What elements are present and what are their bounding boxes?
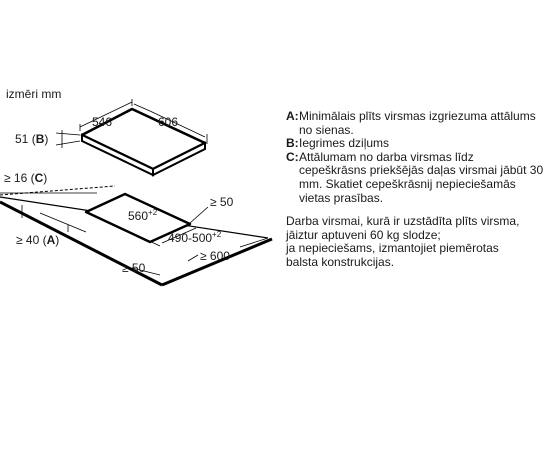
installation-diagram: izmēri mm 546 606 51 (B) ≥ 16 (C) ≥ 40 (… bbox=[0, 87, 273, 287]
cutout-depth-value: 490-500 bbox=[168, 231, 212, 245]
hob-height-key: B bbox=[36, 132, 45, 146]
cutout-depth-dimension bbox=[161, 227, 197, 244]
legend-text: Minimālais plīts virsmas izgriezuma attā… bbox=[299, 109, 536, 137]
units-label: izmēri mm bbox=[6, 87, 61, 101]
worktop bbox=[0, 185, 273, 287]
legend-text: Attālumam no darba virsmas līdz cepeškrā… bbox=[299, 149, 544, 205]
wall-gap-label: ≥ 16 (C) bbox=[4, 171, 47, 185]
support-note-line: ja nepieciešams, izmantojiet piemērotas bbox=[286, 241, 499, 256]
cutout-width-label: 560+2 bbox=[128, 208, 158, 223]
hob-height-dimension bbox=[55, 130, 81, 148]
front-gap-dimension bbox=[39, 212, 87, 233]
legend-item-b: B: Iegrimes dziļums bbox=[286, 137, 544, 151]
worktop-depth-label: ≥ 600 bbox=[200, 249, 230, 263]
bottom-margin-label: ≥ 50 bbox=[122, 261, 146, 275]
hob-depth-dimension bbox=[133, 103, 208, 144]
cutout-depth-label: 490-500+2 bbox=[168, 230, 222, 245]
cutout-width-tolerance: +2 bbox=[148, 208, 158, 217]
hob-right-edge bbox=[152, 141, 206, 177]
legend-key: B: bbox=[286, 136, 299, 151]
legend-key: C: bbox=[286, 149, 299, 164]
legend: A: Minimālais plīts virsmas izgriezuma a… bbox=[286, 109, 544, 270]
hob-width-label: 546 bbox=[92, 115, 112, 129]
support-note-line: balsta konstrukcijas. bbox=[286, 254, 395, 269]
right-margin-label: ≥ 50 bbox=[210, 195, 234, 209]
cutout-width-dimension bbox=[95, 215, 161, 247]
hob-height-label: 51 (B) bbox=[15, 132, 48, 146]
cutout-width-value: 560 bbox=[128, 209, 148, 223]
bottom-margin-dimension bbox=[131, 267, 161, 276]
right-margin-dimension bbox=[189, 206, 209, 224]
support-note: Darba virsmai, kurā ir uzstādīta plīts v… bbox=[286, 215, 544, 269]
legend-item-a: A: Minimālais plīts virsmas izgriezuma a… bbox=[286, 109, 544, 137]
worktop-cutout bbox=[84, 192, 192, 244]
front-gap-value: ≥ 40 bbox=[16, 233, 40, 247]
legend-text: Iegrimes dziļums bbox=[299, 136, 390, 151]
support-note-line: jāiztur aptuveni 60 kg slodze; bbox=[286, 227, 441, 242]
wall-gap-key: C bbox=[35, 171, 44, 185]
legend-item-c: C: Attālumam no darba virsmas līdz cepeš… bbox=[286, 149, 544, 205]
hob-depth-label: 606 bbox=[158, 115, 178, 129]
hob-height-value: 51 bbox=[15, 132, 29, 146]
legend-key: A: bbox=[286, 109, 299, 123]
front-gap-label: ≥ 40 (A) bbox=[16, 233, 59, 247]
support-note-line: Darba virsmai, kurā ir uzstādīta plīts v… bbox=[286, 214, 520, 229]
front-gap-key: A bbox=[47, 233, 56, 247]
wall-gap-value: ≥ 16 bbox=[4, 171, 28, 185]
worktop-depth-dimension bbox=[187, 254, 199, 262]
hob-width-dimension bbox=[79, 99, 133, 131]
cutout-depth-tolerance: +2 bbox=[212, 230, 222, 239]
